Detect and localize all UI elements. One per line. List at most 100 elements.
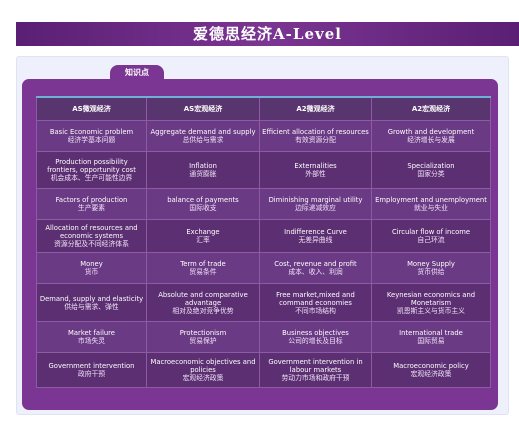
cell-en: Basic Economic problem [49,128,134,136]
cell-zh: 劳动力市场和政府干预 [281,374,350,382]
table-cell: Production possibility frontiers, opport… [36,151,147,189]
cell-zh: 宏观经济政策 [182,374,224,382]
syllabus-table: AS微观经济 AS宏观经济 A2微观经济 A2宏观经济 Basic Econom… [36,96,491,388]
cell-en: Factors of production [55,196,128,204]
cell-zh: 总供给与需求 [182,136,224,144]
header-banner: 爱德思经济A-Level [16,22,519,46]
cell-zh: 有效资源分配 [295,136,336,144]
cell-zh: 政府干预 [77,370,106,378]
cell-zh: 贸易保护 [189,337,217,345]
cell-en: Demand, supply and elasticity [39,294,144,303]
cell-zh: 货币 [84,268,99,276]
table-row: Production possibility frontiers, opport… [36,151,491,189]
cell-en: International trade [399,329,463,337]
cell-zh: 汇率 [196,236,210,244]
cell-zh: 供给与需求、弹性 [64,302,119,311]
cell-zh: 机会成本、生产可能性边界 [50,174,133,182]
table-row: Allocation of resources and economic sys… [36,219,491,253]
cell-en: Growth and development [387,128,475,136]
cell-en: Protectionism [179,329,227,337]
cell-en: Free market,mixed and command economies [276,290,355,307]
page-title: 爱德思经济A-Level [193,25,342,43]
cell-en: Macroeconomic policy [393,362,469,370]
cell-zh: 贸易条件 [189,268,217,276]
cell-zh: 成本、收入、利润 [288,268,343,276]
cell-zh: 货币供给 [417,268,445,276]
column-header-a2-macro: A2宏观经济 [371,96,491,121]
cell-en: Allocation of resources and economic sys… [45,224,138,240]
cell-en: Market failure [68,329,115,337]
cell-zh: 不同市场结构 [295,306,336,315]
cell-en: Term of trade [180,260,226,268]
cell-zh: 国家分类 [417,170,445,178]
cell-en: Externalities [294,162,337,170]
cell-zh: 经济增长与发展 [407,136,455,144]
cell-zh: 就业与失业 [414,204,448,212]
cell-en: Macroeconomic objectives and policies [150,358,256,374]
cell-zh: 通货膨胀 [189,170,217,178]
cell-en: Exchange [186,228,220,236]
cell-en: Efficient allocation of resources [262,128,369,136]
cell-en: Government intervention in labour market… [268,358,363,374]
cell-en: Keynesian economics and Monetarism [386,290,476,307]
cell-en: Money [80,260,103,268]
cell-zh: 外部性 [305,170,326,178]
cell-en: Government intervention [48,362,135,370]
cell-en: Diminishing marginal utility [268,196,363,204]
table-cell: Allocation of resources and economic sys… [36,219,147,253]
cell-zh: 国际贸易 [417,337,445,345]
column-header-as-micro: AS微观经济 [36,96,147,121]
cell-zh: 公司的增长及目标 [288,337,343,345]
cell-zh: 凯恩斯主义与货币主义 [397,306,465,315]
cell-zh: 自己环流 [417,236,445,244]
cell-en: Indifference Curve [284,228,347,236]
table-cell: Government intervention in labour market… [259,352,372,388]
cell-zh: 相对及绝对竞争优势 [172,306,234,315]
cell-en: Money Supply [407,260,455,268]
cell-en: Aggregate demand and supply [150,128,256,136]
cell-en: Circular flow of income [391,228,471,236]
column-header-a2-micro: A2微观经济 [259,96,372,121]
cell-zh: 宏观经济政策 [410,370,452,378]
cell-zh: 国际收支 [189,204,217,212]
cell-zh: 无差异曲线 [298,236,333,244]
column-header-as-macro: AS宏观经济 [146,96,260,121]
cell-en: Cost, revenue and profit [274,260,357,268]
cell-zh: 边际递减效应 [295,204,336,212]
cell-zh: 市场失灵 [77,337,106,345]
table-header-row: AS微观经济 AS宏观经济 A2微观经济 A2宏观经济 [36,96,491,121]
cell-en: Production possibility frontiers, opport… [47,158,136,174]
